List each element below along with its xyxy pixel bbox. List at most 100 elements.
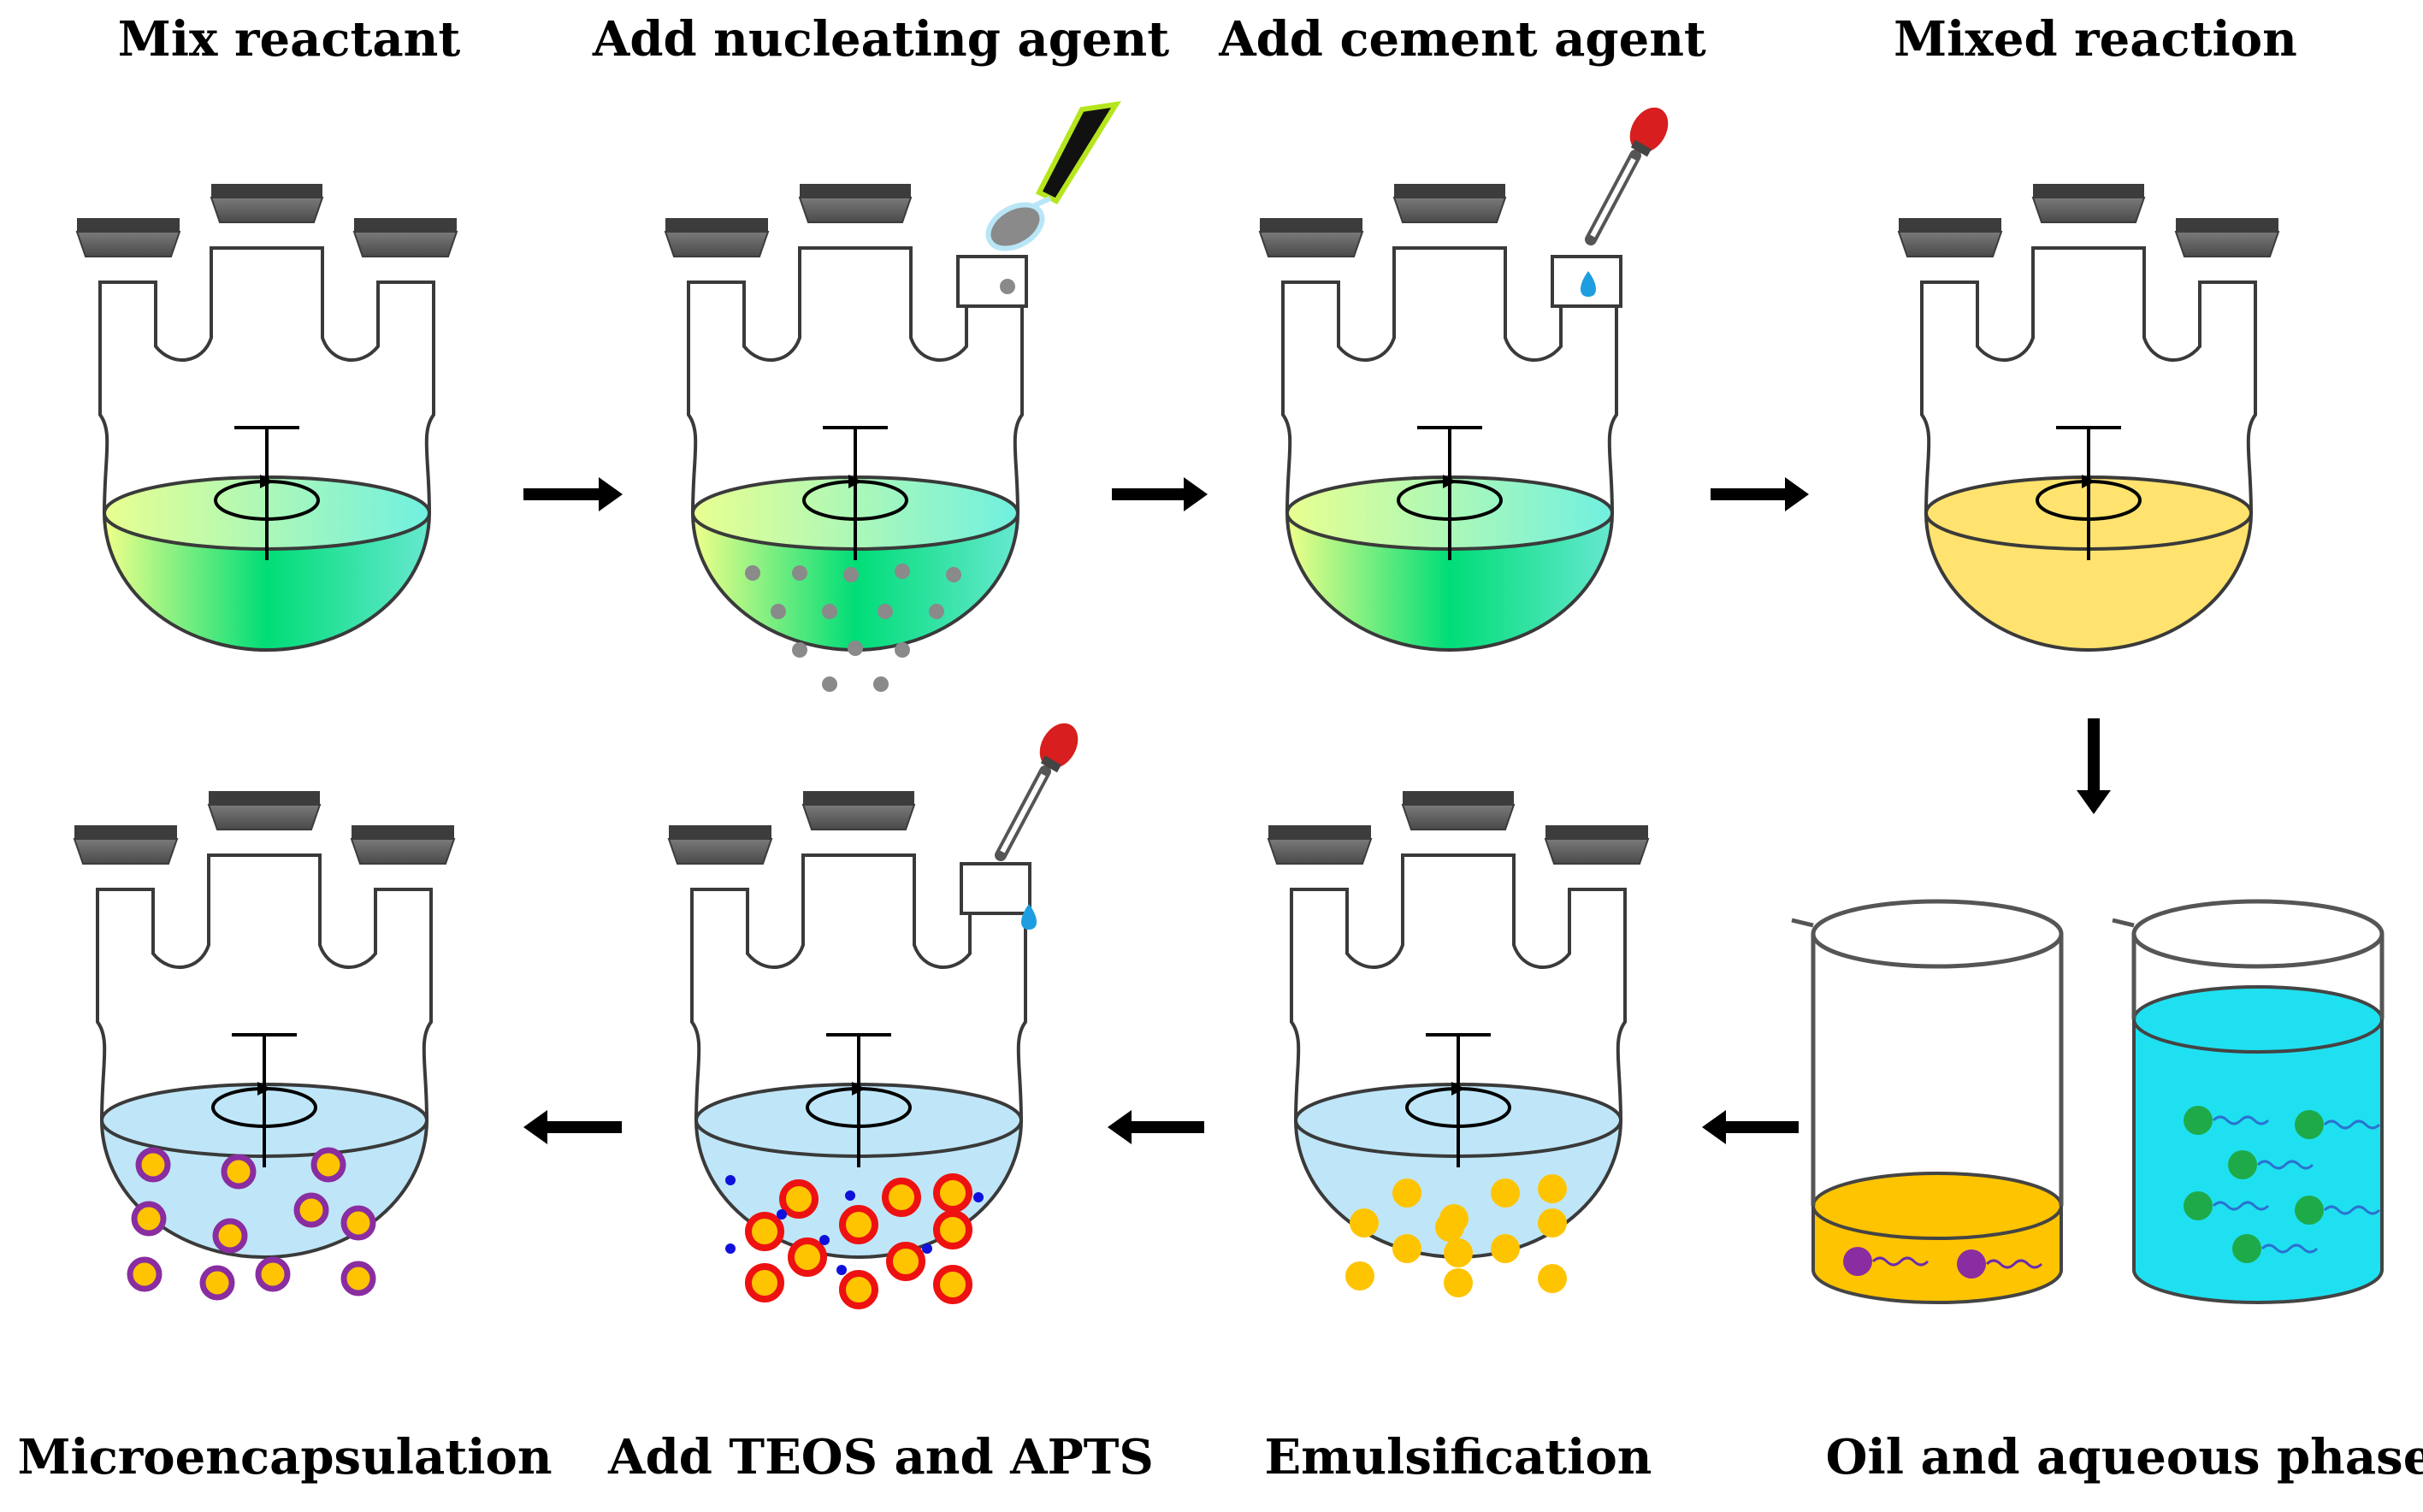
flask-add-teos-apts bbox=[667, 791, 1031, 1309]
flask-add-nucleating-agent bbox=[664, 184, 1028, 692]
step-label-add-cement-agent: Add cement agent bbox=[1218, 11, 1706, 68]
stopper bbox=[801, 791, 916, 830]
nucleus-particle bbox=[873, 676, 889, 692]
step-label-add-nucleating-agent: Add nucleating agent bbox=[592, 11, 1169, 68]
particles bbox=[127, 1147, 376, 1301]
stopper bbox=[798, 184, 913, 223]
nucleus-particle bbox=[822, 676, 837, 692]
microcapsule bbox=[212, 1218, 248, 1254]
stopper bbox=[75, 218, 181, 257]
arrow-icon bbox=[1702, 1110, 1726, 1144]
step-label-add-teos-apts: Add TEOS and APTS bbox=[607, 1429, 1154, 1485]
stopper bbox=[1392, 184, 1507, 223]
surfactant-molecule bbox=[2295, 1196, 2381, 1225]
stopper bbox=[1267, 825, 1373, 865]
beaker-aqueous-phase bbox=[2112, 899, 2385, 1304]
coated-droplet bbox=[886, 1242, 925, 1281]
oil-droplet bbox=[1392, 1178, 1421, 1208]
coated-droplet bbox=[882, 1178, 921, 1217]
step-label-emulsification: Emulsification bbox=[1264, 1429, 1652, 1485]
microcapsule bbox=[293, 1192, 329, 1228]
oil-droplet bbox=[1444, 1268, 1473, 1297]
oil-droplet bbox=[1392, 1234, 1421, 1263]
surfactant-molecule bbox=[2295, 1110, 2381, 1139]
arrow-icon bbox=[2077, 790, 2111, 814]
stirrer-icon bbox=[806, 1033, 912, 1167]
oil-droplet bbox=[1350, 1208, 1379, 1237]
falling-particle bbox=[1000, 279, 1015, 294]
surfactant-molecule bbox=[2184, 1106, 2270, 1135]
silica-dot bbox=[725, 1175, 736, 1185]
beakers bbox=[1791, 899, 2385, 1304]
step-label-mixed-reaction: Mixed reaction bbox=[1894, 11, 2297, 68]
silica-dot bbox=[725, 1243, 736, 1254]
oil-droplet bbox=[1538, 1264, 1567, 1293]
particles bbox=[745, 1173, 972, 1309]
coated-droplet bbox=[745, 1263, 784, 1302]
silica-dot bbox=[777, 1209, 787, 1220]
side-port bbox=[956, 255, 1028, 308]
flask-glass bbox=[1920, 246, 2257, 514]
nucleus-particle bbox=[771, 604, 786, 619]
coated-droplet bbox=[779, 1179, 819, 1219]
microcapsule bbox=[199, 1265, 235, 1301]
arrow-icon bbox=[599, 477, 623, 511]
stopper bbox=[1544, 825, 1650, 865]
flask-mixed-reaction bbox=[1897, 184, 2280, 652]
stopper bbox=[207, 791, 322, 830]
nucleus-particle bbox=[792, 565, 807, 581]
arrow-icon bbox=[1108, 1110, 1132, 1144]
microcapsule bbox=[127, 1256, 163, 1292]
flask-glass bbox=[98, 246, 435, 514]
stirrer-icon bbox=[214, 426, 320, 560]
flask-liquid bbox=[102, 511, 432, 652]
stopper bbox=[1897, 218, 2003, 257]
oil-droplet bbox=[1435, 1213, 1464, 1242]
microcapsule bbox=[131, 1201, 167, 1237]
microcapsule bbox=[340, 1205, 376, 1241]
arrow-icon bbox=[523, 1110, 547, 1144]
nucleus-particle bbox=[848, 641, 863, 656]
nucleus-particle bbox=[822, 604, 837, 619]
microcapsule bbox=[255, 1256, 291, 1292]
stopper bbox=[352, 218, 458, 257]
stopper bbox=[2174, 218, 2280, 257]
microcapsule bbox=[310, 1147, 346, 1183]
oil-droplet bbox=[1538, 1208, 1567, 1237]
silica-dot bbox=[819, 1235, 830, 1245]
microcapsule bbox=[221, 1154, 257, 1190]
flask-glass bbox=[1281, 246, 1618, 514]
arrow-icon bbox=[1785, 477, 1809, 511]
flask-add-cement-agent bbox=[1258, 184, 1622, 652]
oil-droplet bbox=[1345, 1261, 1374, 1291]
water-drop bbox=[1581, 271, 1596, 297]
nucleus-particle bbox=[843, 567, 859, 582]
particles bbox=[1345, 1174, 1567, 1297]
surfactant-molecule bbox=[2232, 1234, 2319, 1263]
flask-glass bbox=[96, 853, 433, 1121]
stopper bbox=[667, 825, 773, 865]
water-drop bbox=[1021, 904, 1037, 930]
dropper-icon bbox=[995, 723, 1079, 861]
step-label-microencapsulation: Microencapsulation bbox=[17, 1429, 552, 1485]
flask-mix-reactant bbox=[75, 184, 458, 652]
coated-droplet bbox=[933, 1173, 972, 1213]
nucleus-particle bbox=[792, 642, 807, 658]
microcapsule bbox=[135, 1147, 171, 1183]
beaker-oil-phase bbox=[1791, 899, 2064, 1304]
stopper bbox=[1401, 791, 1516, 830]
coated-droplet bbox=[933, 1210, 972, 1249]
coated-droplet bbox=[745, 1212, 784, 1251]
silica-dot bbox=[845, 1190, 855, 1201]
silica-dot bbox=[973, 1192, 984, 1202]
oil-droplet bbox=[1491, 1178, 1520, 1208]
stopper bbox=[350, 825, 456, 865]
oil-droplet bbox=[1491, 1234, 1520, 1263]
nucleus-particle bbox=[929, 604, 944, 619]
spoon-icon bbox=[985, 101, 1121, 294]
stirrer-icon bbox=[1405, 1033, 1511, 1167]
nucleus-particle bbox=[946, 567, 961, 582]
surfactant-molecule bbox=[2184, 1191, 2270, 1220]
coated-droplet bbox=[933, 1265, 972, 1304]
particles bbox=[745, 564, 961, 692]
